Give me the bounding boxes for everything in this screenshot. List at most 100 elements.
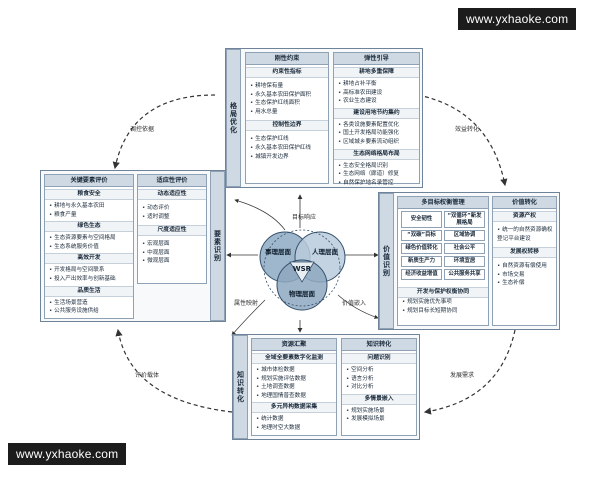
cycle-arrow-bottom-left bbox=[115, 328, 233, 413]
watermark-bottom-left: www.yxhaoke.com bbox=[8, 443, 127, 465]
list-item: 对比分析 bbox=[346, 383, 412, 392]
group-title: 尺度适应性 bbox=[138, 225, 206, 237]
group-list: 动态评价 适时调整 bbox=[138, 202, 206, 223]
list-item: 适时调整 bbox=[142, 213, 202, 222]
list-item: 规划实施场景 bbox=[346, 407, 412, 416]
group-list: 耕地与永久基本农田 粮食产量 bbox=[45, 202, 133, 219]
box-multi-objective: 多目标权衡管理 安全韧性 “双循环”新发展格局 “双碳”目标 区域协调 绿色价值… bbox=[397, 196, 489, 326]
label-goal-response: 目标响应 bbox=[292, 214, 317, 221]
list-item: 农业生态建设 bbox=[338, 97, 415, 106]
list-item: 公共服务设施供给 bbox=[49, 307, 129, 316]
panel-side-label: 价值识别 bbox=[379, 193, 394, 329]
group-list: 统一的自然资源确权登记平台建设 bbox=[493, 224, 556, 245]
box-title: 价值转化 bbox=[493, 197, 556, 209]
list-item: 市场交易 bbox=[497, 271, 552, 280]
group-list: 统计数据 地理时空大数据 bbox=[252, 415, 336, 432]
list-item: 中观层面 bbox=[142, 249, 202, 258]
cycle-arrow-bottom-right bbox=[423, 329, 516, 415]
list-item: 国土开发格局功能强化 bbox=[338, 129, 415, 138]
grid-cell: 新质生产力 bbox=[401, 256, 442, 267]
box-knowledge-conversion: 知识转化 问题识别 空间分析 语言分析 对比分析 多情景嵌入 规划实施场景 发展… bbox=[341, 338, 417, 436]
wsr-core-shape bbox=[289, 261, 315, 283]
box-title: 刚性约束 bbox=[246, 53, 328, 65]
group-title: 生态网络格局布局 bbox=[334, 148, 419, 160]
grid-cell: “双循环”新发展格局 bbox=[444, 211, 485, 228]
panel-side-label: 知识转化 bbox=[233, 335, 248, 439]
box-title: 资源汇聚 bbox=[252, 339, 336, 351]
box-title: 弹性引导 bbox=[334, 53, 419, 65]
grid-cell: 绿色价值转化 bbox=[401, 243, 442, 254]
list-item: 城镇开发边界 bbox=[250, 153, 324, 162]
list-item: 地理国情普查数据 bbox=[256, 392, 332, 401]
list-item: 高标准农田建设 bbox=[338, 89, 415, 98]
box-title: 多目标权衡管理 bbox=[398, 197, 488, 209]
list-item: 生态网络（廊道）修复 bbox=[338, 170, 415, 179]
label-value-embedding: 价值嵌入 bbox=[342, 300, 367, 307]
list-item: 生态系统服务价值 bbox=[49, 243, 129, 252]
group-title: 资源产权 bbox=[493, 211, 556, 222]
list-item: 城市体检数据 bbox=[256, 366, 332, 375]
group-title: 动态适应性 bbox=[138, 189, 206, 200]
group-title: 多元异构数据采集 bbox=[252, 402, 336, 414]
cycle-label-carrier: 评价载体 bbox=[135, 372, 160, 379]
box-title: 知识转化 bbox=[342, 339, 416, 351]
circle-label-shili: 事理层面 bbox=[265, 248, 291, 256]
cycle-arrow-top-right bbox=[417, 94, 508, 187]
box-rigid-constraint: 刚性约束 约束性指标 耕地保有量 永久基本农田保护面积 生态保护红线面积 用水总… bbox=[245, 52, 329, 184]
list-item: 永久基本农田保护红线 bbox=[250, 144, 324, 153]
group-list: 生态资源要素与空间格局 生态系统服务价值 bbox=[45, 234, 133, 251]
group-title: 多情景嵌入 bbox=[342, 393, 416, 405]
panel-value-identification: 价值识别 多目标权衡管理 安全韧性 “双循环”新发展格局 “双碳”目标 区域协调… bbox=[378, 192, 560, 330]
list-item: 开发格局与空间联系 bbox=[49, 266, 129, 275]
list-item: 土地调查数据 bbox=[256, 383, 332, 392]
group-list: 耕地占补平衡 高标准农田建设 农业生态建设 bbox=[334, 80, 419, 106]
panel-side-label: 要素识别 bbox=[210, 171, 225, 321]
cycle-label-benefit: 效益转化 bbox=[455, 126, 480, 133]
list-item: 统计数据 bbox=[256, 415, 332, 424]
list-item: 粮食产量 bbox=[49, 211, 129, 220]
link-attribute-mapping bbox=[231, 299, 266, 336]
group-title: 控制性边界 bbox=[246, 120, 328, 132]
group-list: 城市体检数据 规划实施评估数据 土地调查数据 地理国情普查数据 bbox=[252, 366, 336, 400]
list-item: 生态补偿 bbox=[497, 279, 552, 288]
circle-wuli bbox=[276, 259, 328, 311]
group-title: 问题识别 bbox=[342, 353, 416, 364]
list-item: 规划实施优先事项 bbox=[402, 298, 457, 307]
list-item: 动态评价 bbox=[142, 204, 202, 213]
list-item: 统一的自然资源确权登记平台建设 bbox=[497, 226, 555, 243]
grid-cell: 公共服务共享 bbox=[444, 269, 485, 280]
group-list: 生活场景营造 公共服务设施供给 bbox=[45, 299, 133, 316]
list-item: 各类设施要素配置优化 bbox=[338, 121, 415, 130]
group-list: 各类设施要素配置优化 国土开发格局功能强化 区域城乡要素流动组织 bbox=[334, 121, 419, 147]
list-item: 微观层面 bbox=[142, 257, 202, 266]
group-list: 规划实施优先事项 规划目标长短期协同 bbox=[398, 296, 461, 317]
list-item: 生态资源要素与空间格局 bbox=[49, 234, 129, 243]
list-item: 生态安全格局识别 bbox=[338, 162, 415, 171]
group-title: 粮食安全 bbox=[45, 189, 133, 200]
box-title: 关键要素评价 bbox=[45, 175, 133, 187]
panel-knowledge-transformation: 知识转化 资源汇聚 全域全要素数字化监测 城市体检数据 规划实施评估数据 土地调… bbox=[232, 334, 420, 440]
list-item: 用水总量 bbox=[250, 108, 324, 117]
grid-cell: 社会公平 bbox=[444, 243, 485, 254]
group-title: 约束性指标 bbox=[246, 67, 328, 78]
box-value-transformation: 价值转化 资源产权 统一的自然资源确权登记平台建设 发展权转移 自然资源有偿使用… bbox=[492, 196, 557, 326]
list-item: 永久基本农田保护面积 bbox=[250, 91, 324, 100]
list-item: 耕地与永久基本农田 bbox=[49, 202, 129, 211]
wsr-core-label: WSR bbox=[292, 265, 312, 273]
group-title: 耕地多重保障 bbox=[334, 67, 419, 78]
list-item: 耕地占补平衡 bbox=[338, 80, 415, 89]
group-list: 耕地保有量 永久基本农田保护面积 生态保护红线面积 用水总量 bbox=[246, 80, 328, 118]
list-item: 空间分析 bbox=[346, 366, 412, 375]
grid-cell: 经济收益增值 bbox=[401, 269, 442, 280]
group-title: 高效开发 bbox=[45, 253, 133, 265]
list-item: 生态保护红线 bbox=[250, 135, 324, 144]
grid-cell: 环境宜居 bbox=[444, 256, 485, 267]
wsr-ring bbox=[263, 229, 341, 307]
link-value-embedding bbox=[337, 294, 379, 319]
group-list: 规划实施场景 发展模拟场景 bbox=[342, 407, 416, 424]
list-item: 规划实施评估数据 bbox=[256, 375, 332, 384]
grid-cell: 安全韧性 bbox=[401, 211, 442, 228]
cycle-label-regulation: 调控依据 bbox=[130, 126, 155, 133]
cycle-arrow-top-left bbox=[112, 94, 216, 170]
